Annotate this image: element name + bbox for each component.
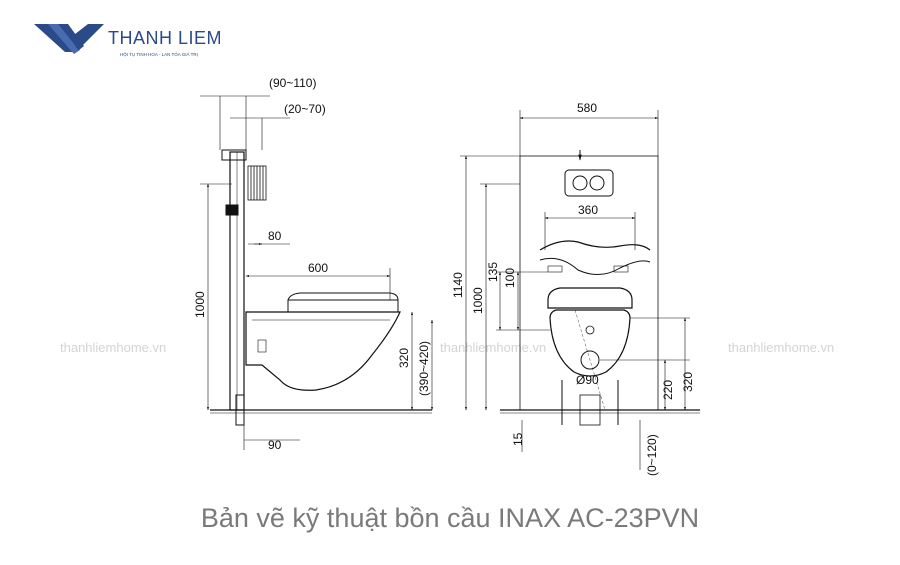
watermark-right: thanhliemhome.vn bbox=[728, 340, 834, 355]
front-view bbox=[460, 110, 700, 470]
logo-mark-icon bbox=[34, 24, 104, 54]
dim-side-1000: 1000 bbox=[193, 291, 207, 318]
dim-front-360: 360 bbox=[578, 203, 598, 217]
dim-side-90: 90 bbox=[268, 438, 282, 452]
dim-front-100: 100 bbox=[503, 268, 517, 288]
dim-front-0-120: (0~120) bbox=[645, 434, 659, 476]
cistern-coil bbox=[247, 165, 267, 201]
dim-front-220: 220 bbox=[661, 380, 675, 400]
dim-front-phi90: Ø90 bbox=[576, 373, 599, 387]
brand-logo: THANH LIEM HỘI TỤ TINH HOA - LAN TỎA GIÁ… bbox=[34, 20, 254, 70]
dim-side-80: 80 bbox=[268, 229, 282, 243]
dim-front-1000: 1000 bbox=[471, 287, 485, 314]
flush-plate bbox=[564, 169, 614, 197]
toilet-seat-front bbox=[547, 287, 633, 309]
side-view bbox=[200, 95, 434, 450]
dim-side-90-110: (90~110) bbox=[269, 76, 316, 90]
toilet-bowl-side bbox=[245, 311, 401, 391]
toilet-bowl-front bbox=[549, 309, 631, 377]
dim-front-580: 580 bbox=[577, 101, 597, 115]
toilet-seat-side bbox=[287, 299, 399, 313]
brand-name: THANH LIEM bbox=[108, 28, 223, 48]
dim-side-20-70: (20~70) bbox=[284, 102, 326, 116]
dim-front-1140: 1140 bbox=[451, 272, 465, 298]
dim-front-15: 15 bbox=[511, 432, 525, 446]
dim-side-390-420: (390~420) bbox=[417, 341, 431, 396]
dim-front-320: 320 bbox=[681, 372, 695, 392]
dim-side-600: 600 bbox=[308, 261, 328, 275]
drawing-caption: Bản vẽ kỹ thuật bồn cầu INAX AC-23PVN bbox=[200, 503, 700, 533]
watermark-left: thanhliemhome.vn bbox=[60, 340, 166, 355]
watermark-center: thanhliemhome.vn bbox=[440, 340, 546, 355]
dim-side-320: 320 bbox=[397, 348, 411, 368]
technical-drawing: thanhliemhome.vn thanhliemhome.vn thanhl… bbox=[60, 76, 834, 476]
brand-tagline: HỘI TỤ TINH HOA - LAN TỎA GIÁ TRỊ bbox=[120, 52, 198, 57]
dim-front-135: 135 bbox=[486, 262, 500, 282]
